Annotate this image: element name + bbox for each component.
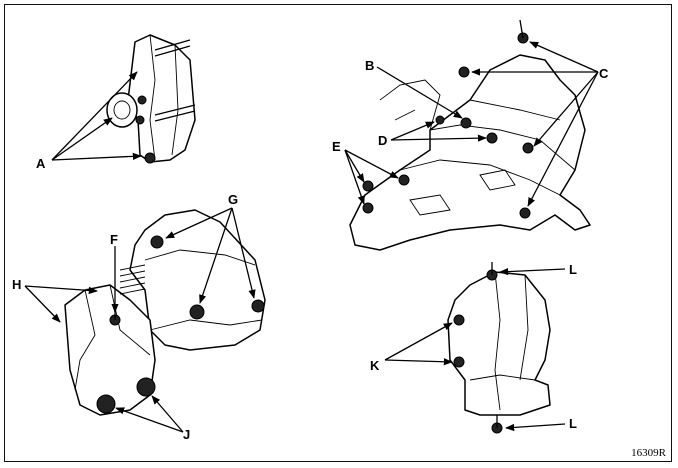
- callout-a: A: [36, 156, 46, 171]
- callout-k: K: [370, 358, 380, 373]
- bottom-left-mount-assembly: [64, 209, 266, 416]
- callout-d: D: [378, 133, 387, 148]
- top-left-mount-assembly: [106, 34, 196, 164]
- callout-e: E: [332, 139, 341, 154]
- callout-l-top: L: [569, 262, 577, 277]
- callout-h: H: [12, 277, 21, 292]
- callout-b: B: [365, 58, 374, 73]
- callout-c: C: [599, 66, 609, 81]
- callout-j: J: [183, 427, 190, 442]
- callout-l-bottom: L: [569, 416, 577, 431]
- bottom-right-bracket-assembly: [447, 262, 551, 434]
- callout-g: G: [228, 192, 238, 207]
- reference-code: 16309R: [631, 447, 667, 459]
- callout-f: F: [110, 232, 118, 247]
- leader-lines: [24, 41, 599, 433]
